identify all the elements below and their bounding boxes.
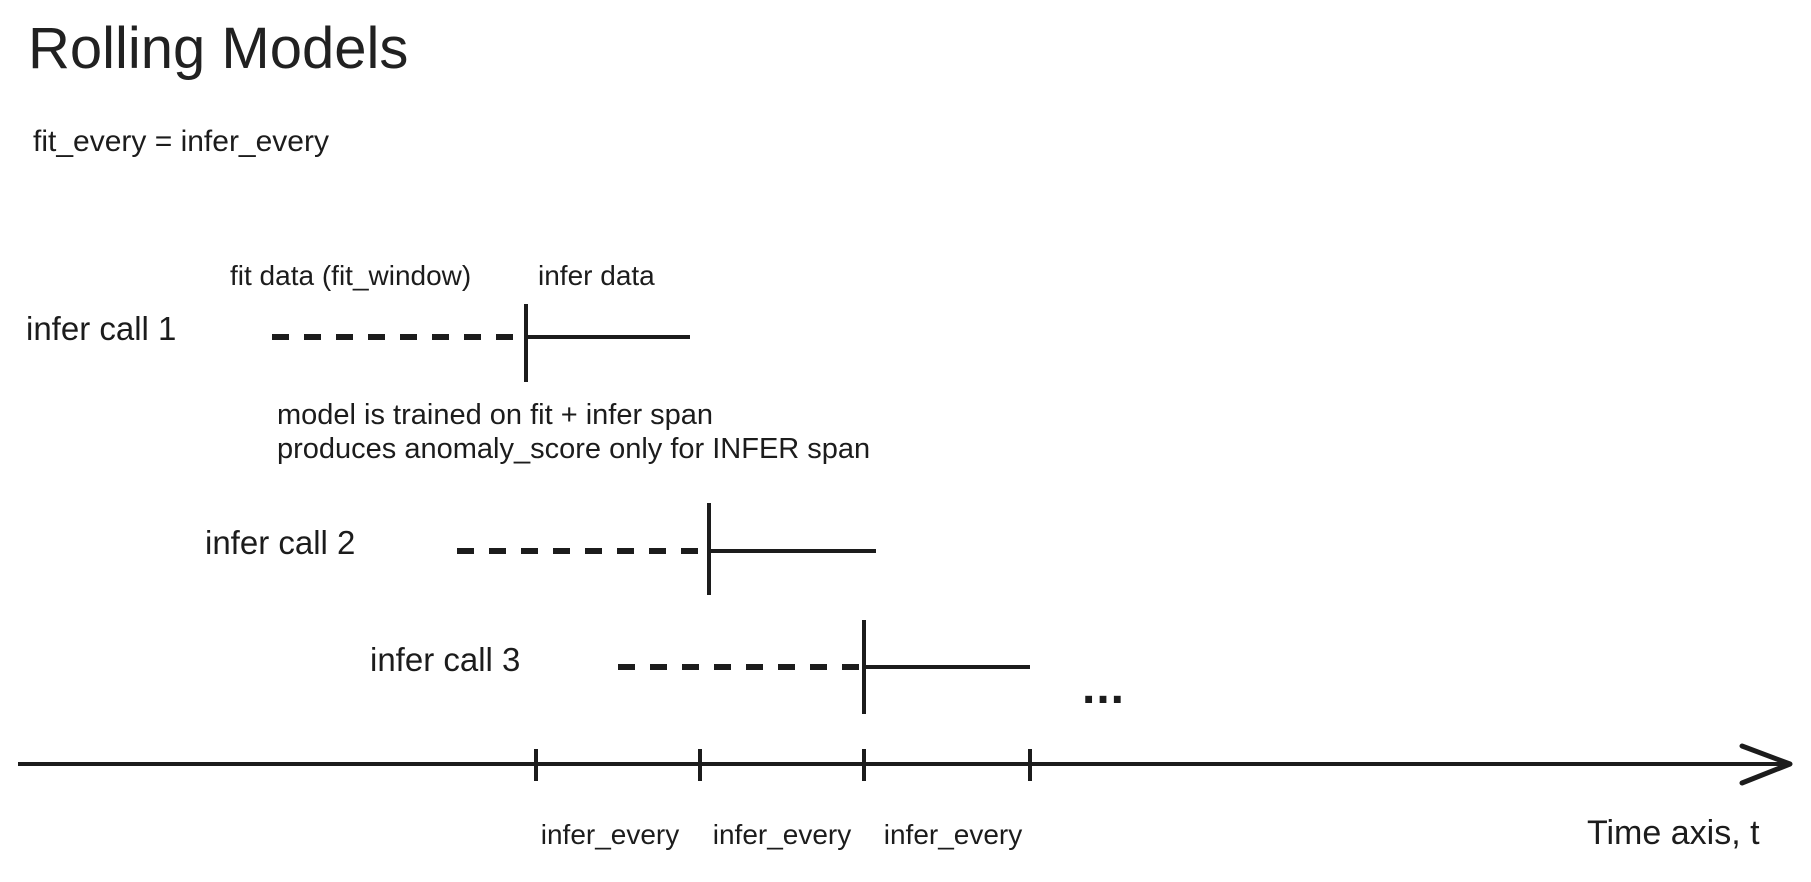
time-axis-label: Time axis, t <box>1587 814 1760 852</box>
training-note: model is trained on fit + infer span pro… <box>277 398 870 466</box>
fit-data-label: fit data (fit_window) <box>230 260 472 291</box>
infer-call-2-label: infer call 2 <box>205 524 356 561</box>
row1-lines <box>272 304 690 382</box>
infer-data-label: infer data <box>538 260 655 291</box>
time-axis <box>18 743 1793 786</box>
row3-lines <box>618 620 1030 714</box>
continuation-ellipsis: ... <box>1082 661 1126 714</box>
training-note-line2: produces anomaly_score only for INFER sp… <box>277 433 871 465</box>
infer-every-interval-label-2: infer_every <box>712 819 852 850</box>
training-note-line1: model is trained on fit + infer span <box>277 399 714 431</box>
infer-call-3-label: infer call 3 <box>370 641 521 678</box>
infer-call-1-label: infer call 1 <box>26 310 177 347</box>
infer-every-interval-label-1: infer_every <box>540 819 680 850</box>
fit-every-equation: fit_every = infer_every <box>33 125 329 158</box>
row2-lines <box>457 503 876 595</box>
axis-arrowhead <box>1739 743 1793 786</box>
page-title: Rolling Models <box>28 16 409 81</box>
infer-every-interval-label-3: infer_every <box>883 819 1023 850</box>
